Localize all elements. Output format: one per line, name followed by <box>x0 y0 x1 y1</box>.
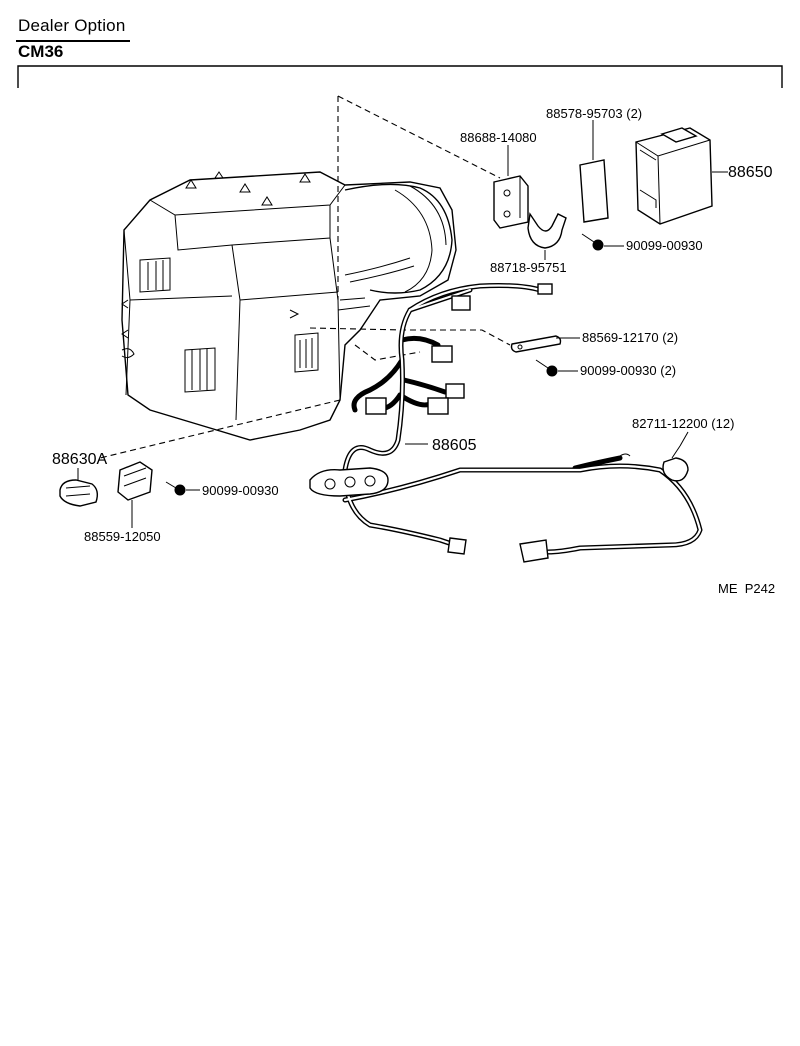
bolt-90099-c <box>165 481 186 496</box>
wire-harness-88605 <box>309 283 703 563</box>
label-90099-a: 90099-00930 <box>626 238 703 253</box>
bracket-88688 <box>493 175 529 229</box>
leader-82711 <box>679 431 689 447</box>
label-88605: 88605 <box>432 437 477 454</box>
heater-unit-illustration <box>121 171 457 441</box>
label-88630a: 88630A <box>52 451 107 468</box>
title-underline <box>16 40 130 42</box>
dashed-leaders <box>99 95 511 459</box>
label-88578: 88578-95703 (2) <box>546 106 642 121</box>
label-88650: 88650 <box>728 164 773 181</box>
strap-88569 <box>510 335 562 353</box>
tape-88578 <box>579 159 609 223</box>
bolt-90099-b <box>535 359 558 377</box>
page-reference: ME P242 <box>718 581 775 596</box>
label-82711: 82711-12200 (12) <box>632 416 734 431</box>
label-90099-b: 90099-00930 (2) <box>580 363 676 378</box>
clip-82711 <box>662 445 689 482</box>
label-88718: 88718-95751 <box>490 260 567 275</box>
label-88688: 88688-14080 <box>460 130 537 145</box>
label-88559: 88559-12050 <box>84 529 161 544</box>
label-88569: 88569-12170 (2) <box>582 330 678 345</box>
control-unit-88650 <box>635 127 713 225</box>
section-title: Dealer Option <box>18 16 126 35</box>
clamp-88718 <box>527 212 567 249</box>
switch-88630a <box>59 461 153 507</box>
label-90099-c: 90099-00930 <box>202 483 279 498</box>
bolt-90099-a <box>581 233 604 251</box>
model-code: CM36 <box>18 42 64 61</box>
frame-bracket <box>17 65 783 88</box>
